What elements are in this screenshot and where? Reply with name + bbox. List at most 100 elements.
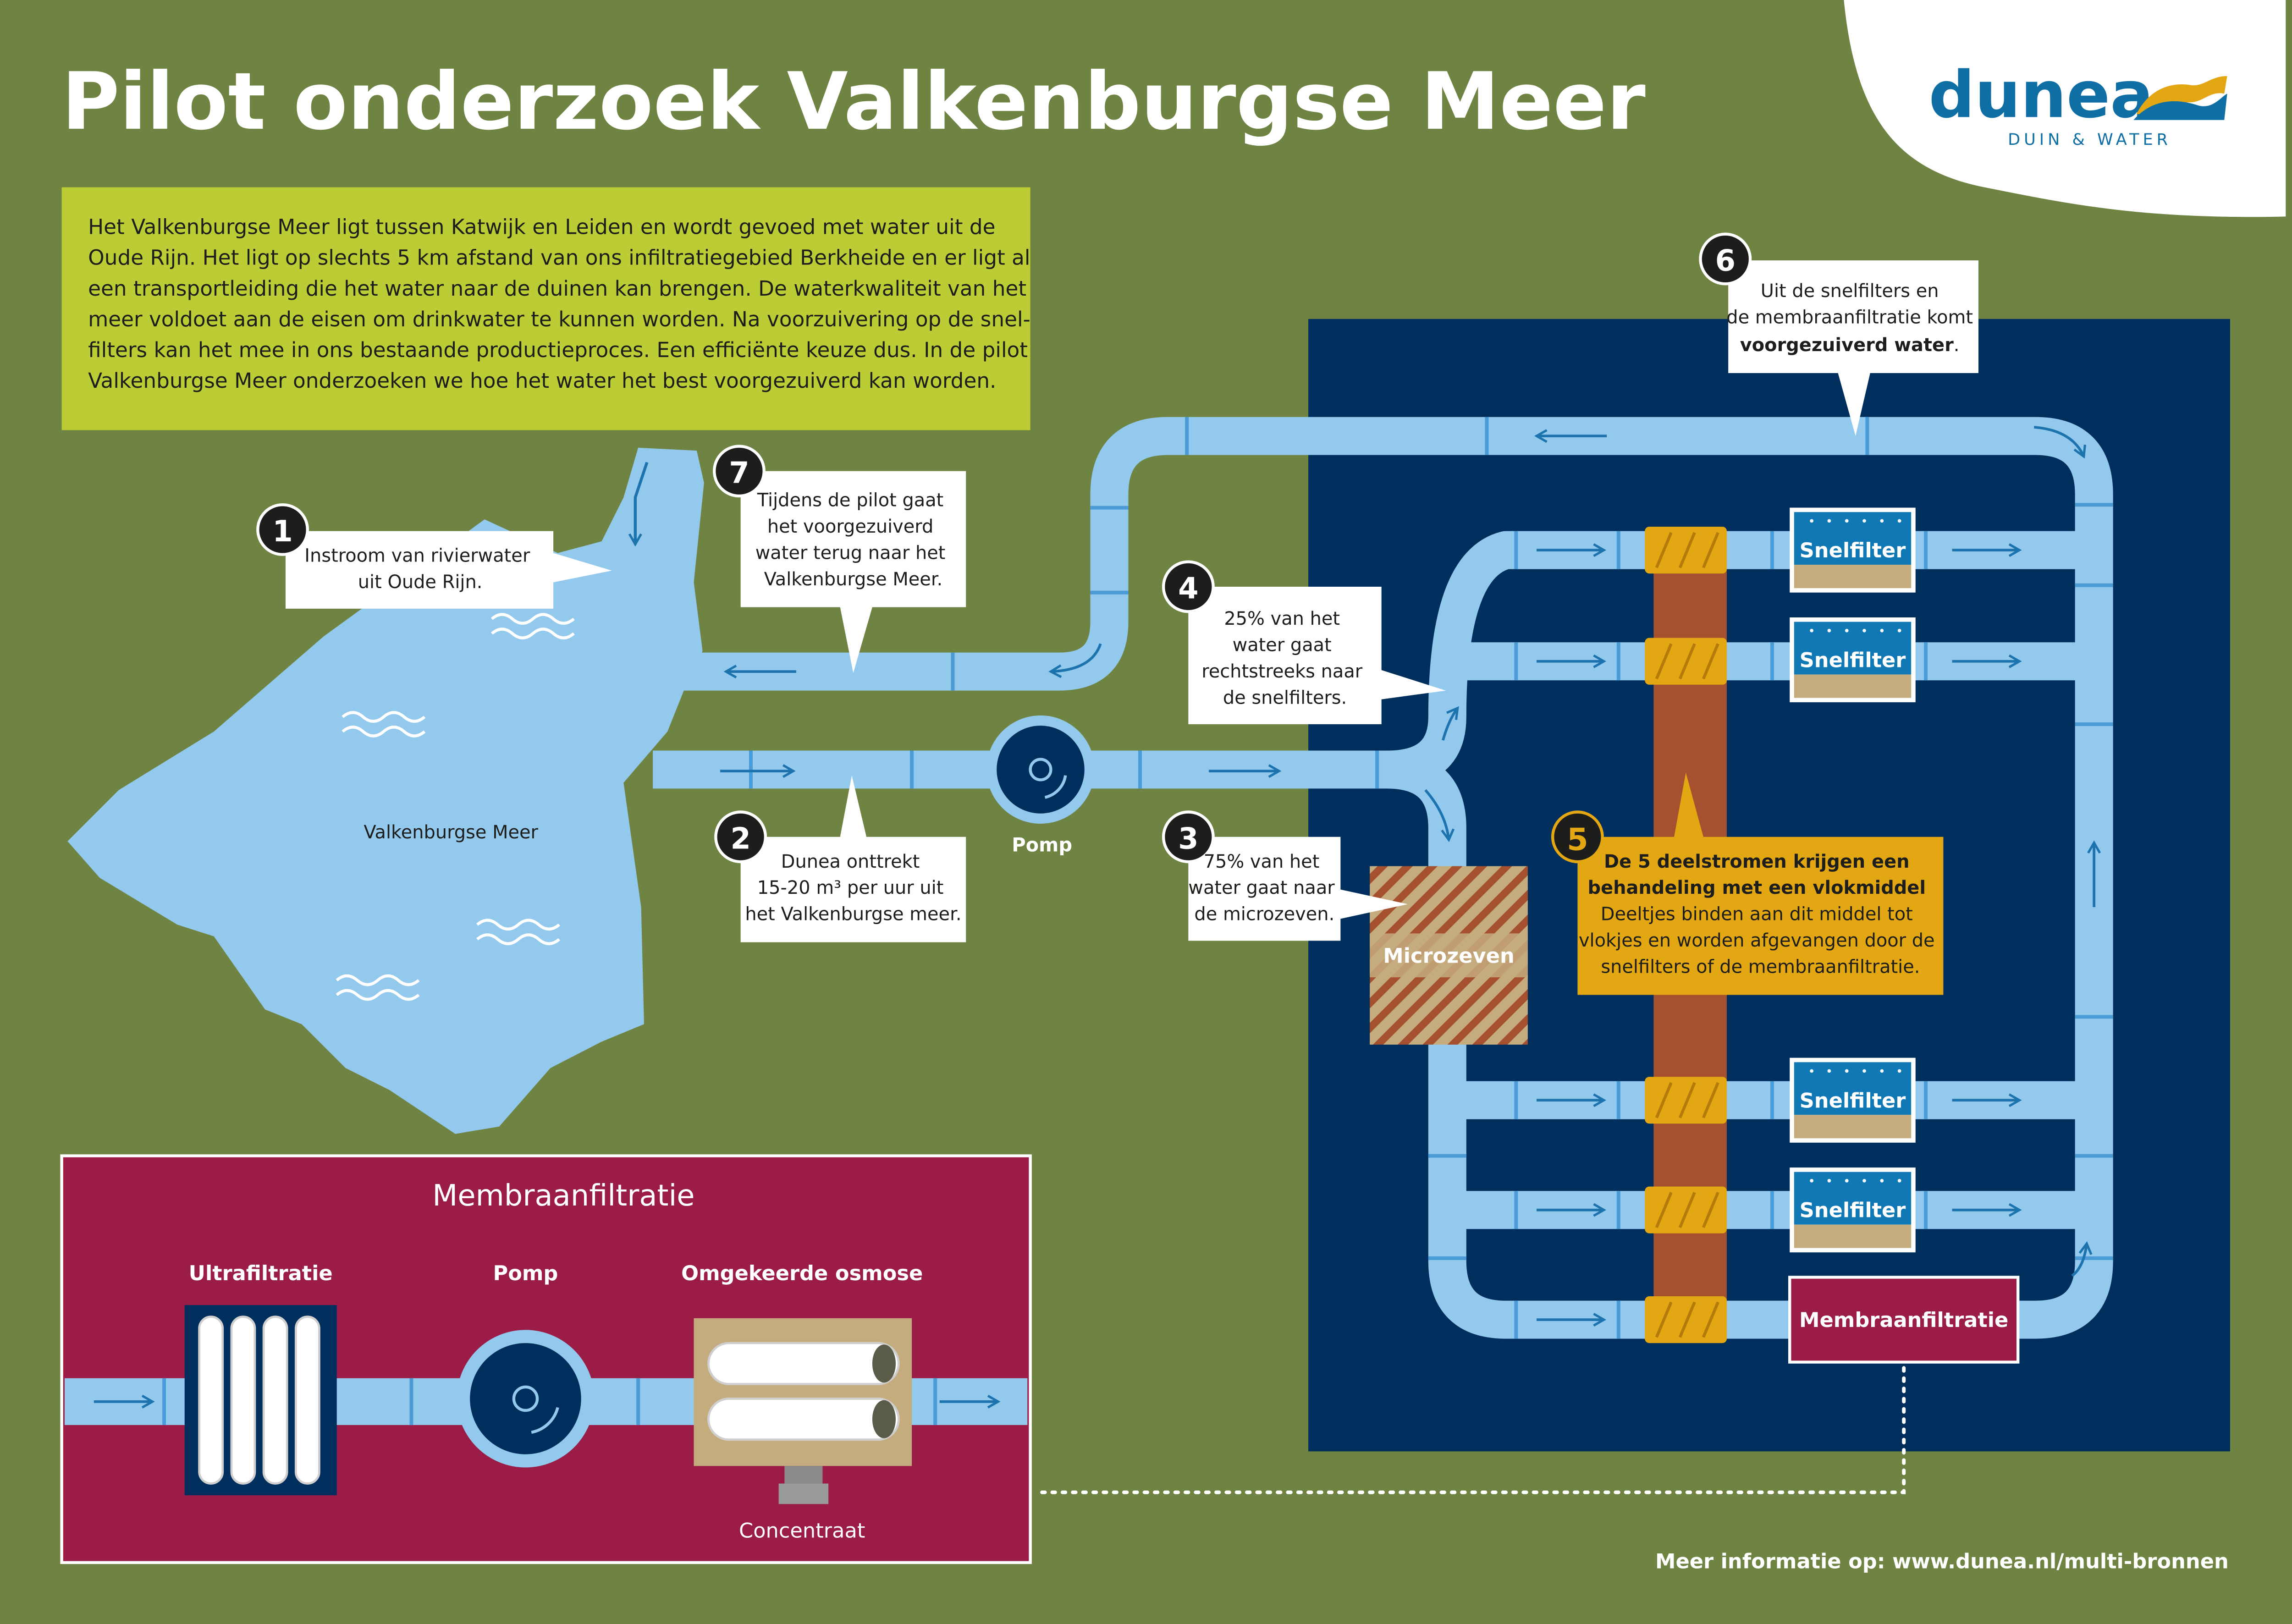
dune-wave-icon xyxy=(2133,76,2227,120)
lake-waves xyxy=(336,613,575,1001)
pump-label: Pomp xyxy=(1012,834,1072,856)
membraanfiltratie-unit-label: Membraanfiltratie xyxy=(1799,1308,2008,1332)
intro-line: een transportleiding die het water naar … xyxy=(88,276,1026,301)
step-2-text: Dunea onttrekt 15-20 m³ per uur uit het … xyxy=(745,851,961,925)
text-line: water terug naar het xyxy=(755,542,946,563)
intro-line: Oude Rijn. Het ligt op slechts 5 km afst… xyxy=(88,246,1030,270)
step-number: 6 xyxy=(1715,244,1736,278)
step-3-text: 75% van het water gaat naar de microzeve… xyxy=(1188,851,1340,925)
text-line: rechtstreeks naar xyxy=(1201,661,1363,682)
text-line-bold: voorgezuiverd water xyxy=(1740,335,1954,356)
step-badge-5 xyxy=(1551,810,1604,864)
step-number: 4 xyxy=(1178,572,1198,606)
text-line: Instroom van rivierwater xyxy=(304,545,530,567)
coupling xyxy=(1645,1186,1727,1233)
membrane-pump-label: Pomp xyxy=(493,1261,558,1285)
reverse-osmosis-module xyxy=(694,1318,912,1504)
step-number: 5 xyxy=(1567,821,1588,857)
pump-icon xyxy=(457,1330,595,1468)
filter-dots xyxy=(1810,519,1901,1183)
membrane-panel-title: Membraanfiltratie xyxy=(432,1179,694,1213)
coupling xyxy=(1645,527,1727,574)
snelfilter-label: Snelfilter xyxy=(1800,1089,1906,1112)
snelfilter-label: Snelfilter xyxy=(1800,649,1906,672)
lake-label: Valkenburgse Meer xyxy=(364,822,538,843)
logo-backdrop xyxy=(1844,0,2286,217)
text-line: 75% van het xyxy=(1204,851,1320,872)
logo-brand: dunea xyxy=(1928,58,2154,132)
step-badge-1 xyxy=(256,503,309,556)
text-line: de microzeven. xyxy=(1194,904,1334,925)
step-number: 2 xyxy=(730,822,750,856)
arrow-curve-icon xyxy=(1442,706,1459,741)
microzeven-label: Microzeven xyxy=(1383,944,1515,968)
step-number: 1 xyxy=(272,515,292,549)
text-line: het Valkenburgse meer. xyxy=(745,904,961,925)
footer-link[interactable]: Meer informatie op: www.dunea.nl/multi-b… xyxy=(1655,1550,2229,1574)
arrow-curve-icon xyxy=(1424,789,1455,842)
text-line: water gaat xyxy=(1233,634,1332,655)
text-line: 25% van het xyxy=(1224,608,1340,629)
inflow-arrow-icon xyxy=(628,462,649,547)
pipe-joints xyxy=(749,417,2113,1339)
text-line: water gaat naar xyxy=(1188,877,1335,898)
concentraat-label: Concentraat xyxy=(739,1519,865,1543)
callout-3 xyxy=(1188,837,1408,941)
snelfilter-unit: Snelfilter xyxy=(1790,507,1916,593)
text-line: Deeltjes binden aan dit middel tot xyxy=(1601,904,1913,925)
step-badge-2 xyxy=(714,810,767,864)
callout-6 xyxy=(1728,260,1978,436)
arrow-curve-icon xyxy=(2034,426,2086,459)
text-line: Dunea onttrekt xyxy=(781,851,920,872)
step-badge-4 xyxy=(1162,560,1215,613)
step-4-text: 25% van het water gaat rechtstreeks naar… xyxy=(1201,608,1368,708)
intro-line: filters kan het mee in ons bestaande pro… xyxy=(88,338,1028,362)
text-line-bold: behandeling met een vlokmiddel xyxy=(1588,877,1926,898)
step-badge-6 xyxy=(1699,232,1752,286)
arrow-curve-icon xyxy=(2071,1241,2093,1277)
callout-1 xyxy=(285,531,612,609)
intro-line: Het Valkenburgse Meer ligt tussen Katwij… xyxy=(88,215,995,239)
text-line: het voorgezuiverd xyxy=(767,516,933,537)
coupling xyxy=(1645,1077,1727,1124)
membraanfiltratie-unit xyxy=(1788,1276,2020,1364)
text-line: Valkenburgse Meer. xyxy=(764,569,943,590)
ultrafiltratie-label: Ultrafiltratie xyxy=(189,1261,333,1285)
text-line: de membraanfiltratie komt xyxy=(1726,307,1973,328)
dosing-couplings xyxy=(1645,527,1727,1343)
callout-7 xyxy=(740,471,966,673)
logo-tagline: DUIN & WATER xyxy=(2008,130,2171,149)
text-line: 15-20 m³ per uur uit xyxy=(757,877,944,898)
snelfilter-unit: Snelfilter xyxy=(1790,1167,1916,1253)
intro-line: meer voldoet aan de eisen om drinkwater … xyxy=(88,307,1030,331)
step-5-text: De 5 deelstromen krijgen een behandeling… xyxy=(1579,847,1942,978)
text-line: Uit de snelfilters en xyxy=(1761,281,1939,302)
intro-line: Valkenburgse Meer onderzoeken we hoe het… xyxy=(88,369,996,393)
page-title: Pilot onderzoek Valkenburgse Meer xyxy=(62,55,1646,148)
membrane-pipe-joints xyxy=(162,1378,937,1425)
osmose-label: Omgekeerde osmose xyxy=(681,1261,923,1285)
step-6-text: Uit de snelfilters en de membraanfiltrat… xyxy=(1726,281,1978,356)
text-line-tail: . xyxy=(1954,335,1960,356)
callout-4 xyxy=(1188,586,1446,724)
pump-icon xyxy=(986,715,1095,824)
text-line: uit Oude Rijn. xyxy=(358,572,483,593)
intro-box xyxy=(61,187,1030,430)
ultrafiltration-module xyxy=(184,1305,337,1496)
snelfilter-unit: Snelfilter xyxy=(1790,1057,1916,1143)
text-line: de snelfilters. xyxy=(1223,687,1347,708)
intro-text: Het Valkenburgse Meer ligt tussen Katwij… xyxy=(88,215,1037,393)
step-badge-3 xyxy=(1162,810,1215,864)
callout-2 xyxy=(740,775,966,942)
snelfilter-label: Snelfilter xyxy=(1800,539,1906,562)
snelfilter-label: Snelfilter xyxy=(1800,1199,1906,1222)
step-number: 3 xyxy=(1178,822,1198,856)
lake xyxy=(67,447,704,1134)
step-7-text: Tijdens de pilot gaat het voorgezuiverd … xyxy=(755,490,951,589)
text-line: vlokjes en worden afgevangen door de xyxy=(1579,930,1935,951)
step-number: 7 xyxy=(729,456,749,490)
step-badge-7 xyxy=(713,445,766,498)
dunea-logo: dunea DUIN & WATER xyxy=(1928,58,2227,149)
step-1-text: Instroom van rivierwater uit Oude Rijn. xyxy=(304,545,536,593)
